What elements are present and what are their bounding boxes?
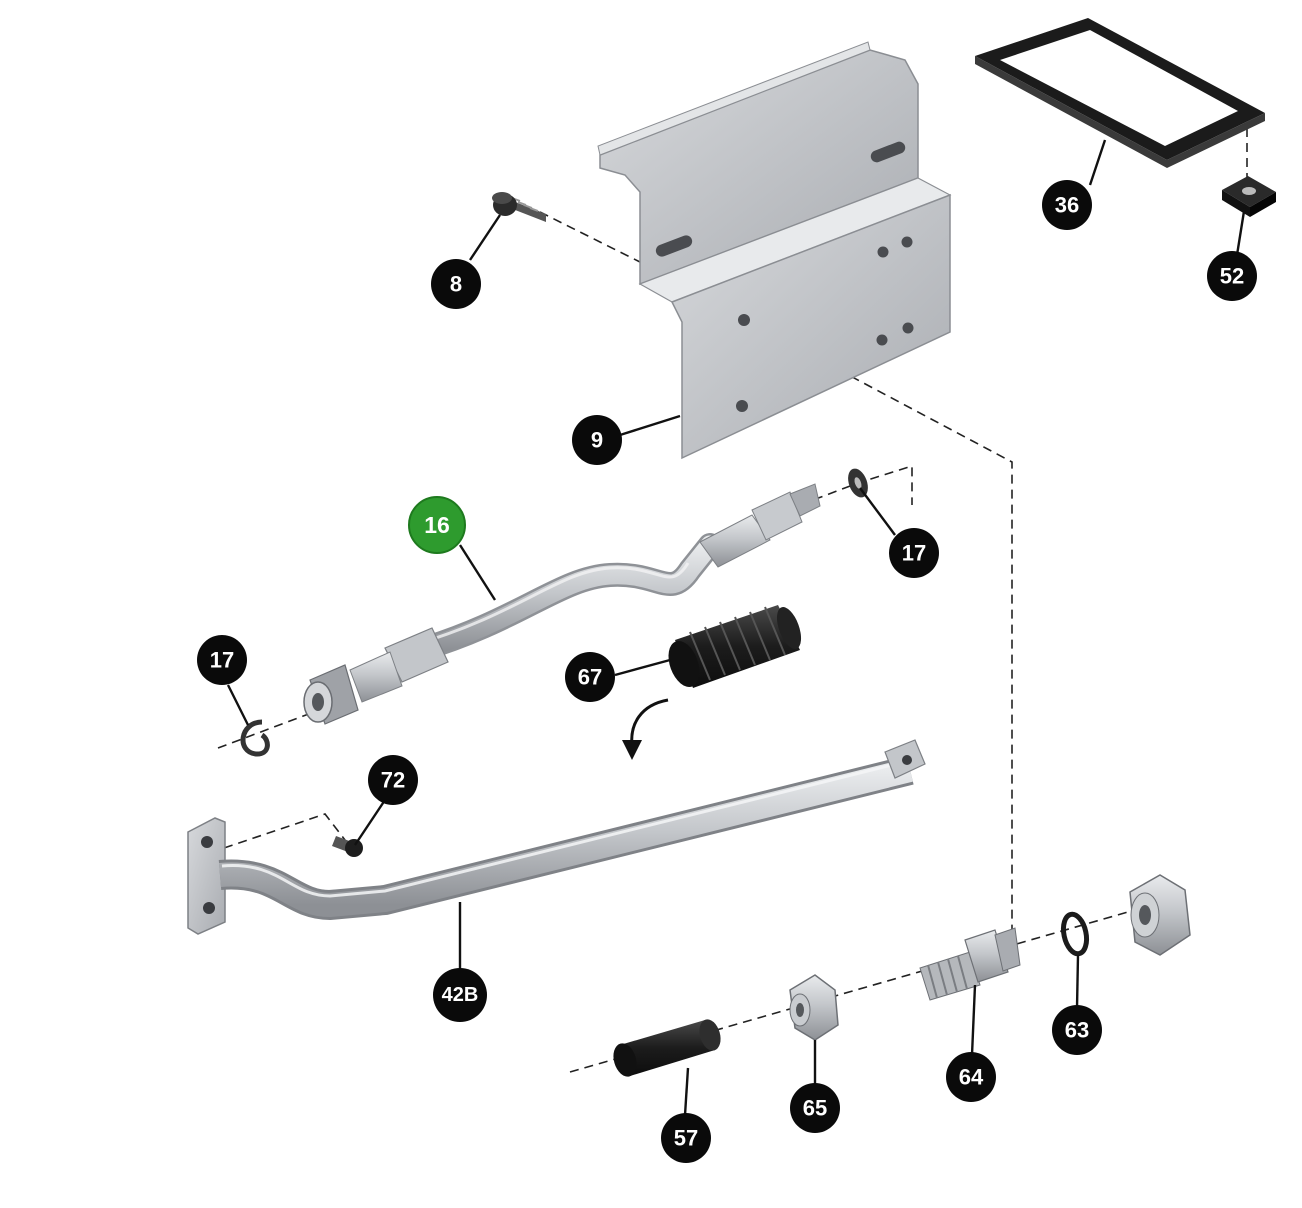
rotation-arrow-icon bbox=[622, 698, 669, 760]
washer-icon bbox=[848, 468, 868, 498]
callout-9[interactable]: 9 bbox=[572, 415, 622, 465]
callout-57-badge bbox=[661, 1113, 711, 1163]
svg-text:36: 36 bbox=[1055, 193, 1079, 218]
svg-text:42B: 42B bbox=[442, 984, 479, 1006]
mounting-bracket-icon bbox=[597, 41, 952, 460]
callout-42b[interactable]: 42B bbox=[433, 968, 487, 1022]
fuel-line-tube-icon bbox=[303, 483, 821, 725]
callout-8[interactable]: 8 bbox=[431, 259, 481, 309]
svg-text:72: 72 bbox=[381, 768, 405, 793]
callout-67[interactable]: 67 bbox=[565, 652, 615, 702]
svg-text:9: 9 bbox=[591, 428, 603, 453]
svg-text:17: 17 bbox=[210, 648, 234, 673]
callout-64-badge bbox=[946, 1052, 996, 1102]
svg-text:52: 52 bbox=[1220, 264, 1244, 289]
hex-nut-large-icon bbox=[1129, 874, 1191, 956]
o-ring-icon bbox=[1060, 911, 1090, 957]
callout-17-right[interactable]: 17 bbox=[889, 528, 939, 578]
callout-65[interactable]: 65 bbox=[790, 1083, 840, 1133]
leader-lines bbox=[226, 139, 1247, 1116]
rubber-sleeve-icon bbox=[613, 1019, 721, 1077]
callout-42b-badge bbox=[433, 968, 487, 1022]
callout-52-badge bbox=[1207, 251, 1257, 301]
rubber-boot-icon bbox=[668, 605, 802, 688]
callout-17-left[interactable]: 17 bbox=[197, 635, 247, 685]
svg-text:65: 65 bbox=[803, 1096, 827, 1121]
retaining-ring-icon bbox=[240, 719, 270, 757]
callout-65-badge bbox=[790, 1083, 840, 1133]
callout-63-badge bbox=[1052, 1005, 1102, 1055]
svg-text:17: 17 bbox=[902, 541, 926, 566]
callout-72[interactable]: 72 bbox=[368, 755, 418, 805]
rectangular-gasket-icon bbox=[975, 18, 1265, 168]
callout-63[interactable]: 63 bbox=[1052, 1005, 1102, 1055]
callout-16-badge bbox=[408, 496, 466, 554]
callout-9-badge bbox=[572, 415, 622, 465]
svg-text:63: 63 bbox=[1065, 1018, 1089, 1043]
svg-text:57: 57 bbox=[674, 1126, 698, 1151]
callout-64[interactable]: 64 bbox=[946, 1052, 996, 1102]
threaded-fitting-icon bbox=[919, 927, 1021, 1001]
callout-16[interactable]: 16 bbox=[408, 496, 466, 554]
callout-36[interactable]: 36 bbox=[1042, 180, 1092, 230]
callout-72-badge bbox=[368, 755, 418, 805]
screw-icon bbox=[492, 192, 546, 222]
bent-support-rod-icon bbox=[187, 739, 926, 935]
callout-8-badge bbox=[431, 259, 481, 309]
callout-17-left-badge bbox=[197, 635, 247, 685]
small-screw-icon bbox=[332, 836, 363, 857]
callout-67-badge bbox=[565, 652, 615, 702]
callout-57[interactable]: 57 bbox=[661, 1113, 711, 1163]
svg-text:67: 67 bbox=[578, 665, 602, 690]
square-nut-icon bbox=[1222, 176, 1276, 217]
callout-52[interactable]: 52 bbox=[1207, 251, 1257, 301]
callout-17-right-badge bbox=[889, 528, 939, 578]
svg-text:16: 16 bbox=[424, 512, 450, 538]
callout-36-badge bbox=[1042, 180, 1092, 230]
hex-nut-small-icon bbox=[789, 974, 839, 1041]
svg-text:64: 64 bbox=[959, 1065, 984, 1090]
svg-text:8: 8 bbox=[450, 272, 462, 297]
